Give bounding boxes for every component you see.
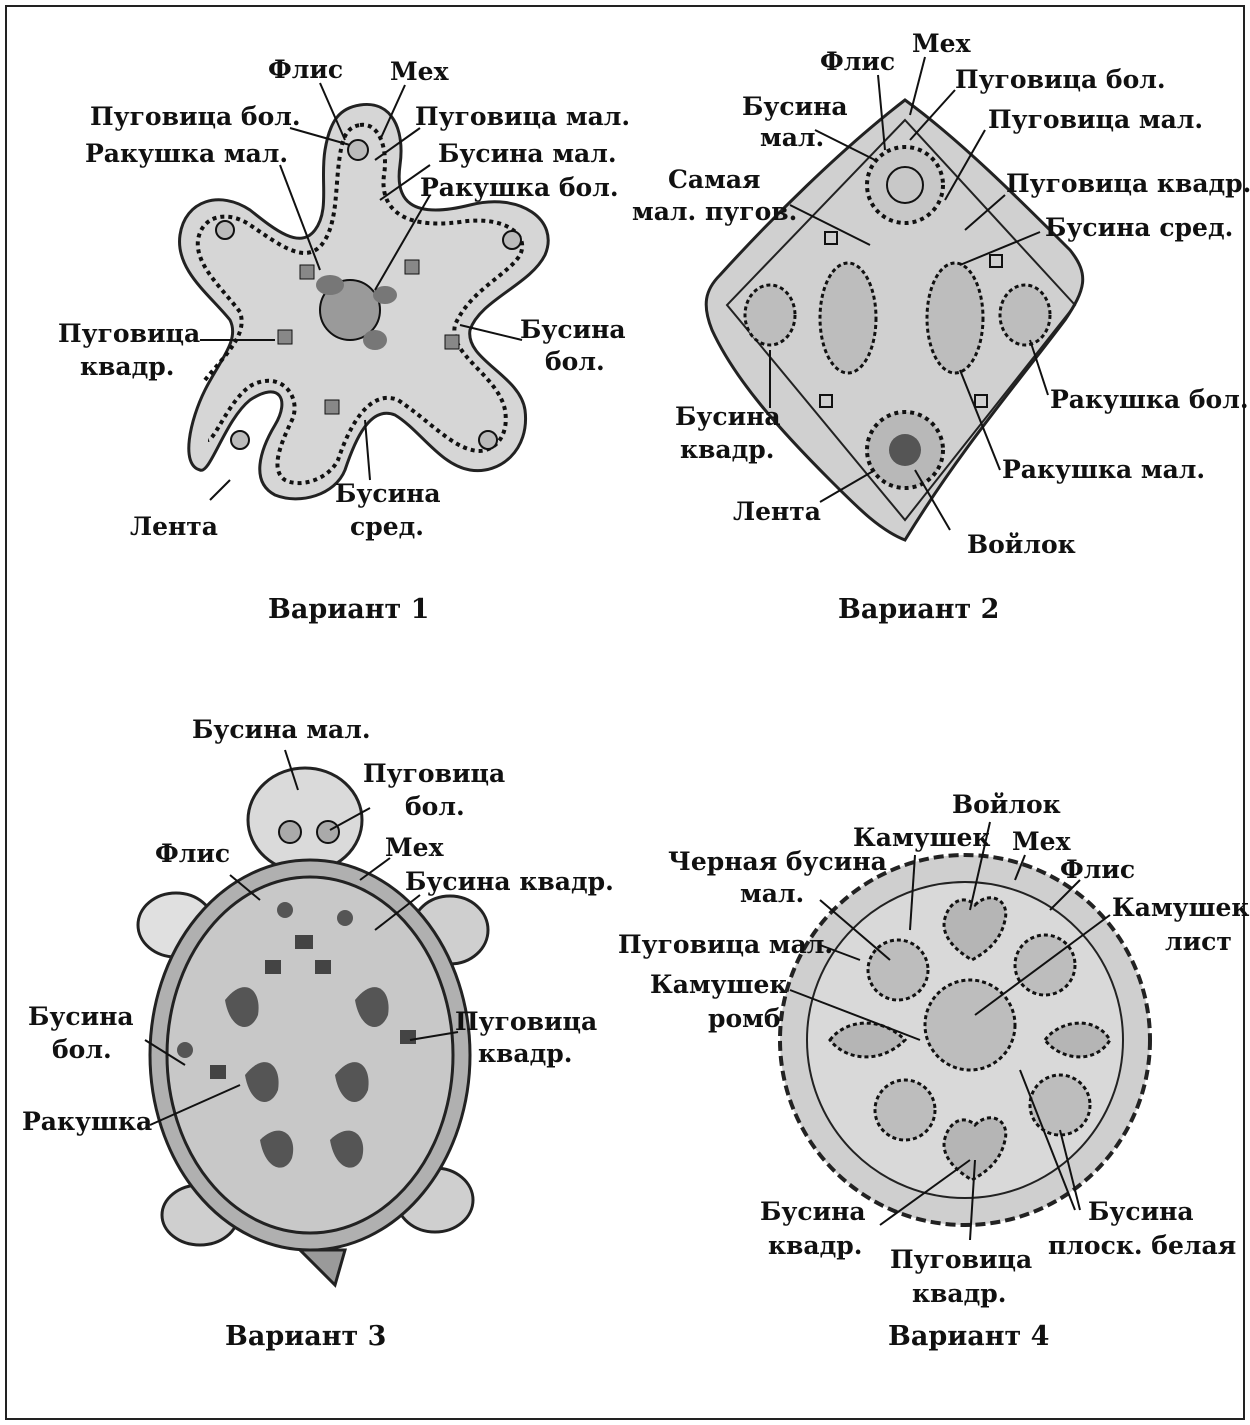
label-v1-button-small: Пуговица мал. <box>415 102 630 131</box>
label-v1-button-large: Пуговица бол. <box>90 102 301 131</box>
label-v1-bead-mid-1: Бусина <box>335 479 441 508</box>
label-v1-button-square-1: Пуговица <box>58 319 200 348</box>
bead-square <box>295 935 313 949</box>
top-rosette <box>867 147 943 223</box>
label-v4-fleece: Флис <box>1060 855 1135 884</box>
label-v2-shell-large: Ракушка бол. <box>1050 385 1249 414</box>
label-v3-button-large-2: бол. <box>405 792 465 821</box>
label-v4-diamond-stone-1: Камушек <box>650 970 788 999</box>
variant-4-figure <box>780 855 1150 1225</box>
label-v3-bead-square: Бусина квадр. <box>405 867 614 896</box>
rosette <box>875 1080 935 1140</box>
label-v4-diamond-stone-2: ромб <box>708 1004 781 1033</box>
shell-right <box>1000 285 1050 345</box>
label-v4-button-square-2: квадр. <box>912 1279 1006 1308</box>
button-square <box>300 265 314 279</box>
shell-left <box>745 285 795 345</box>
label-v2-shell-small: Ракушка мал. <box>1002 455 1205 484</box>
bead-large <box>277 902 293 918</box>
label-v3-shell: Ракушка <box>22 1107 152 1136</box>
caption-v1: Вариант 1 <box>268 594 429 625</box>
label-v2-button-large: Пуговица бол. <box>955 65 1166 94</box>
shell-inner-fleece <box>167 877 453 1233</box>
label-v1-bead-small: Бусина мал. <box>438 139 617 168</box>
label-v1-fur: Мех <box>390 57 450 86</box>
button-square <box>400 1030 416 1044</box>
shell-oval-left <box>820 263 876 373</box>
label-v1-button-square-2: квадр. <box>80 352 174 381</box>
felt-center <box>889 434 921 466</box>
bead-large <box>337 910 353 926</box>
caption-v2: Вариант 2 <box>838 594 999 625</box>
label-v3-bead-large-1: Бусина <box>28 1002 134 1031</box>
label-v3-button-square-2: квадр. <box>478 1039 572 1068</box>
caption-v4: Вариант 4 <box>888 1321 1049 1352</box>
label-v4-flat-bead-2: плоск. белая <box>1048 1231 1236 1260</box>
button-large <box>216 221 234 239</box>
label-v4-leaf-stone-1: Камушек <box>1112 893 1250 922</box>
rosette <box>1030 1075 1090 1135</box>
label-v4-black-bead-1: Черная бусина <box>668 847 887 876</box>
bead-square <box>315 960 331 974</box>
label-v4-bead-square-1: Бусина <box>760 1197 866 1226</box>
label-v2-fur: Мех <box>912 29 972 58</box>
label-v2-bead-square-2: квадр. <box>680 435 774 464</box>
bead-large <box>177 1042 193 1058</box>
bead-square <box>265 960 281 974</box>
button-square <box>278 330 292 344</box>
label-v3-fleece: Флис <box>155 839 230 868</box>
button-square <box>325 400 339 414</box>
label-v4-felt: Войлок <box>952 790 1061 819</box>
button-large <box>279 821 301 843</box>
shell-small <box>363 330 387 350</box>
label-v1-shell-small: Ракушка мал. <box>85 139 288 168</box>
button-large <box>231 431 249 449</box>
label-v2-bead-square-1: Бусина <box>675 402 781 431</box>
label-v2-button-square: Пуговица квадр. <box>1006 169 1250 198</box>
label-v4-fur: Мех <box>1012 827 1072 856</box>
label-v3-bead-small: Бусина мал. <box>192 715 371 744</box>
label-v2-bead-small-1: Бусина <box>742 92 848 121</box>
button-large <box>317 821 339 843</box>
label-v2-ribbon: Лента <box>733 497 821 526</box>
label-v1-ribbon: Лента <box>130 512 218 541</box>
label-v2-bead-small-2: мал. <box>760 123 824 152</box>
label-v4-black-bead-2: мал. <box>740 879 804 908</box>
label-v1-bead-large-2: бол. <box>545 347 605 376</box>
caption-v3: Вариант 3 <box>225 1321 386 1352</box>
label-v2-felt: Войлок <box>967 530 1076 559</box>
label-v2-bead-mid: Бусина сред. <box>1045 213 1233 242</box>
label-v1-fleece: Флис <box>268 55 343 84</box>
button-square <box>405 260 419 274</box>
button-large <box>503 231 521 249</box>
bead-square <box>210 1065 226 1079</box>
rosette <box>1015 935 1075 995</box>
button-large <box>479 431 497 449</box>
center-rosette <box>925 980 1015 1070</box>
label-v1-bead-mid-2: сред. <box>350 512 424 541</box>
shell-small <box>316 275 344 295</box>
button-large <box>348 140 368 160</box>
button-square <box>445 335 459 349</box>
label-v3-bead-large-2: бол. <box>52 1035 112 1064</box>
label-v4-button-small: Пуговица мал. <box>618 930 833 959</box>
turtle-head <box>248 768 362 872</box>
label-v3-button-large-1: Пуговица <box>363 759 505 788</box>
label-v4-bead-square-2: квадр. <box>768 1231 862 1260</box>
label-v4-flat-bead-1: Бусина <box>1088 1197 1194 1226</box>
shell-oval-right <box>927 263 983 373</box>
label-v1-shell-large: Ракушка бол. <box>420 173 619 202</box>
label-v2-tiny-button-1: Самая <box>668 165 760 194</box>
label-v4-leaf-stone-2: лист <box>1165 927 1232 956</box>
label-v4-button-square-1: Пуговица <box>890 1245 1032 1274</box>
label-v3-button-square-1: Пуговица <box>455 1007 597 1036</box>
label-v2-fleece: Флис <box>820 47 895 76</box>
label-v1-bead-large-1: Бусина <box>520 315 626 344</box>
label-v2-tiny-button-2: мал. пугов. <box>632 197 797 226</box>
label-v2-button-small: Пуговица мал. <box>988 105 1203 134</box>
label-v3-fur: Мех <box>385 833 445 862</box>
